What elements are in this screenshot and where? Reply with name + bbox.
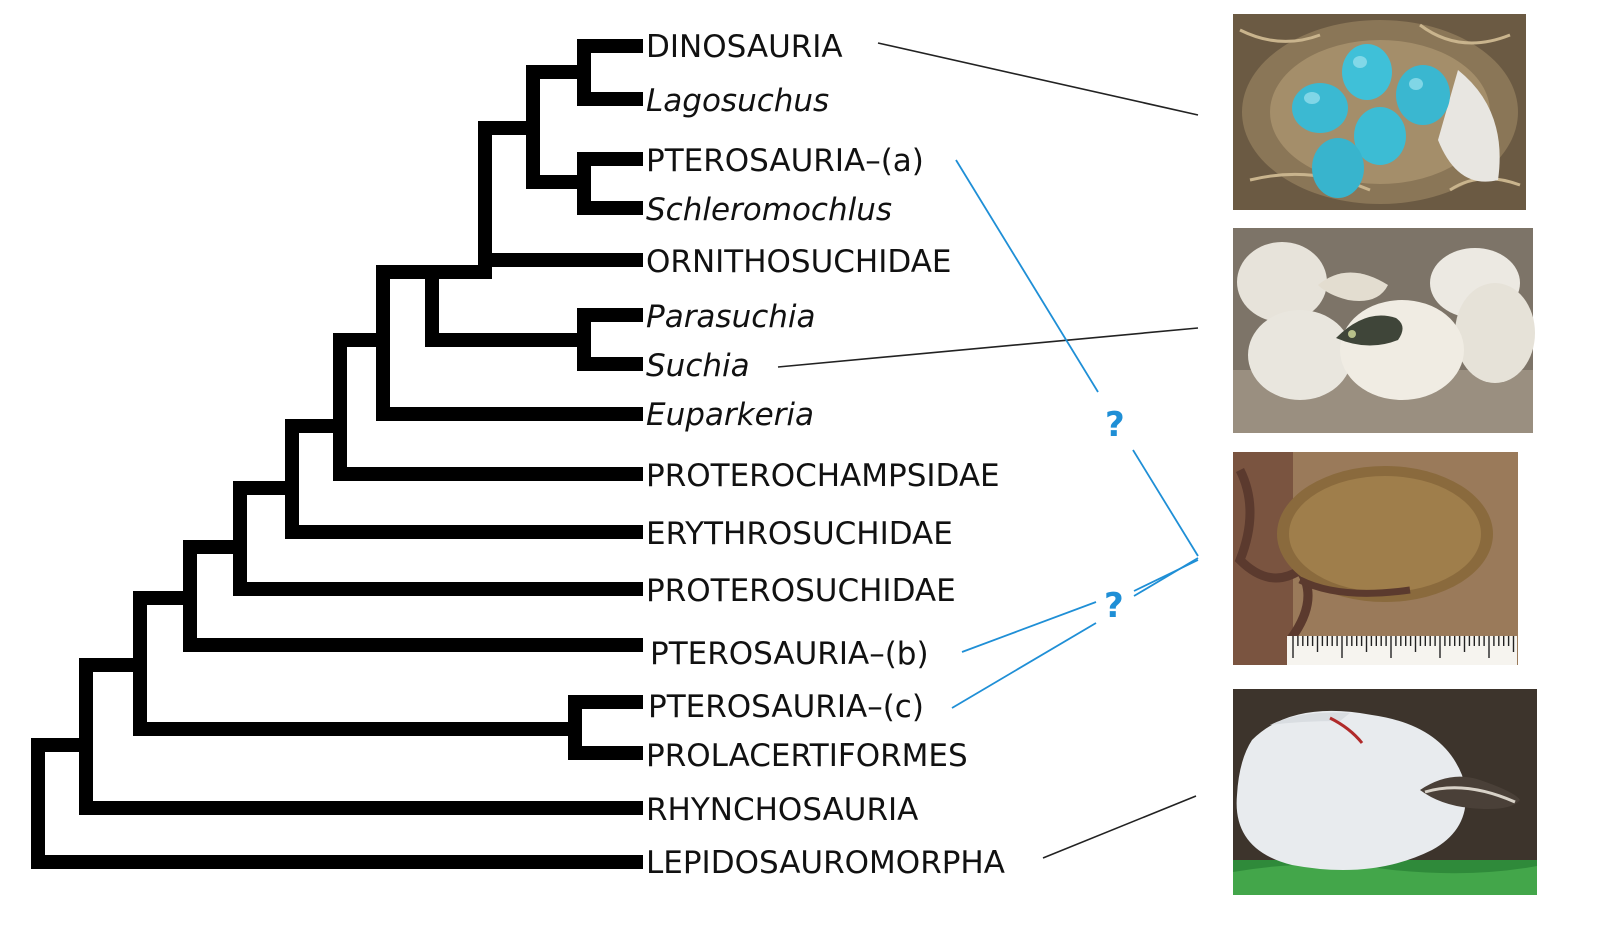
branch-ornithodira xyxy=(526,65,591,189)
branch-dinosauria-lagosuchus xyxy=(577,39,643,106)
photo-bird-nest-eggs xyxy=(1233,14,1526,210)
uncertain-link-pterosauria-c-upper xyxy=(1133,559,1199,592)
scale-ruler xyxy=(1287,636,1517,665)
photo-snake-hatchling xyxy=(1233,689,1537,895)
branch-proterosuchidae xyxy=(233,481,643,596)
uncertain-link-pterosauria-a xyxy=(955,159,1099,393)
egg xyxy=(1396,65,1450,125)
uncertain-link-pterosauria-b xyxy=(961,601,1097,653)
branch-archosauria xyxy=(425,265,591,347)
taxon-label: LEPIDOSAUROMORPHA xyxy=(646,845,1005,881)
question-mark: ? xyxy=(1104,586,1124,626)
uncertain-link-pterosauria-c xyxy=(951,622,1097,709)
connector-lepidosauromorpha xyxy=(1042,795,1197,859)
taxon-label: PTEROSAURIA–(a) xyxy=(646,143,924,179)
ruler-ticks xyxy=(1292,636,1515,658)
egg xyxy=(1342,44,1392,100)
taxon-label: ERYTHROSUCHIDAE xyxy=(646,516,953,552)
taxon-label: PTEROSAURIA–(c) xyxy=(648,689,924,725)
taxon-label: PROTEROSUCHIDAE xyxy=(646,573,956,609)
branch-pterosauria-c-prolacertiformes xyxy=(568,695,643,760)
taxon-label: RHYNCHOSAURIA xyxy=(646,792,918,828)
photo-crocodile-hatchling xyxy=(1233,228,1535,433)
question-mark: ? xyxy=(1105,405,1125,445)
taxon-label: Parasuchia xyxy=(646,299,816,335)
branch-proterochampsidae xyxy=(333,333,643,481)
egg xyxy=(1312,138,1364,198)
taxon-label: Suchia xyxy=(646,348,750,384)
branch-rhynchosauria xyxy=(79,658,643,815)
taxon-label: PROTEROCHAMPSIDAE xyxy=(646,458,1000,494)
taxon-label: ORNITHOSUCHIDAE xyxy=(646,244,952,280)
photo-connectors: ? ? xyxy=(777,42,1199,859)
taxon-label: Lagosuchus xyxy=(646,83,829,119)
taxon-label: Euparkeria xyxy=(646,397,814,433)
taxon-label: PROLACERTIFORMES xyxy=(646,738,968,774)
taxon-label: PTEROSAURIA–(b) xyxy=(650,636,929,672)
branch-archosauromorpha xyxy=(133,591,582,736)
uncertain-link-pterosauria-a-lower xyxy=(1132,449,1199,557)
egg xyxy=(1292,83,1348,133)
branch-erythrosuchidae xyxy=(285,419,643,539)
taxon-label: Schleromochlus xyxy=(646,192,892,228)
egg xyxy=(1354,107,1406,165)
taxon-labels: DINOSAURIA Lagosuchus PTEROSAURIA–(a) Sc… xyxy=(646,29,1005,881)
connector-dinosauria xyxy=(877,42,1199,116)
connector-suchia xyxy=(777,327,1199,368)
photo-fossil-egg xyxy=(1233,452,1518,665)
branch-parasuchia-suchia xyxy=(577,308,643,371)
branch-ornithosuchidae xyxy=(478,121,643,267)
branch-pterosauria-a-schleromochlus xyxy=(577,152,643,215)
taxon-label: DINOSAURIA xyxy=(646,29,843,65)
tree-branches xyxy=(31,39,643,869)
branch-root xyxy=(31,738,643,869)
